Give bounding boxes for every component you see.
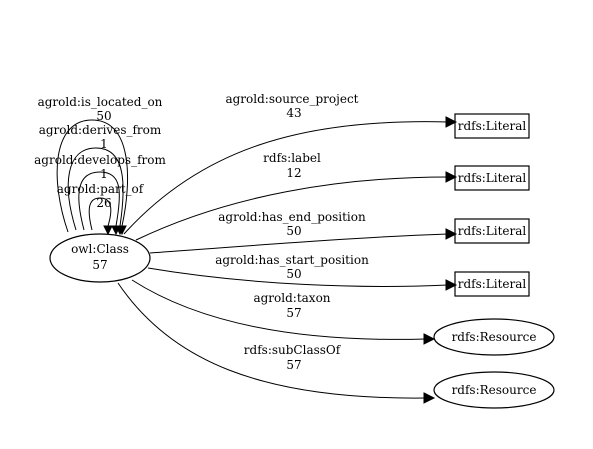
node-literal-1-label: rdfs:Literal (458, 119, 527, 133)
edge-count-develops-from: 1 (100, 167, 108, 181)
edge-subclassof (117, 282, 436, 404)
edge-count-has-end-position: 50 (286, 224, 301, 238)
edge-count-source-project: 43 (286, 106, 301, 120)
edge-develops-from (78, 171, 121, 236)
edge-count-part-of: 26 (96, 196, 111, 210)
edge-count-derives-from: 1 (100, 137, 108, 151)
edge-count-subclassof: 57 (286, 358, 301, 372)
edge-count-has-start-position: 50 (286, 267, 301, 281)
edge-source-project (123, 116, 458, 235)
edge-part-of (88, 197, 113, 236)
node-owl-class[interactable]: owl:Class 57 (49, 233, 151, 283)
node-literal-1[interactable]: rdfs:Literal (454, 113, 530, 139)
node-literal-4-label: rdfs:Literal (458, 277, 527, 291)
node-owl-class-label: owl:Class (71, 242, 129, 256)
edge-label-has-end-position: agrold:has_end_position (218, 210, 366, 224)
edge-label-part-of: agrold:part_of (57, 182, 145, 196)
node-literal-2-label: rdfs:Literal (458, 171, 527, 185)
node-resource-1-label: rdfs:Resource (452, 330, 537, 344)
edge-label-taxon: agrold:taxon (253, 291, 330, 305)
node-literal-3-label: rdfs:Literal (458, 224, 527, 238)
node-literal-2[interactable]: rdfs:Literal (454, 165, 530, 191)
edge-taxon (131, 279, 436, 345)
edge-label-develops-from: agrold:develops_from (34, 153, 166, 167)
edge-has-start-position (147, 267, 458, 291)
node-literal-3[interactable]: rdfs:Literal (454, 218, 530, 244)
node-owl-class-count: 57 (92, 258, 107, 272)
node-resource-1[interactable]: rdfs:Resource (433, 318, 555, 356)
edge-count-taxon: 57 (286, 306, 301, 320)
edge-label-subclassof: rdfs:subClassOf (244, 343, 342, 357)
node-resource-2-label: rdfs:Resource (452, 383, 537, 397)
edge-count-rdfs-label: 12 (286, 166, 301, 180)
edge-label-derives-from: agrold:derives_from (39, 123, 162, 137)
edge-label-rdfs-label: rdfs:label (263, 151, 321, 165)
edge-label-source-project: agrold:source_project (225, 92, 358, 106)
node-resource-2[interactable]: rdfs:Resource (433, 371, 555, 409)
edge-count-is-located-on: 50 (96, 109, 111, 123)
edge-label-has-start-position: agrold:has_start_position (215, 253, 369, 267)
node-literal-4[interactable]: rdfs:Literal (454, 271, 530, 297)
edge-label-is-located-on: agrold:is_located_on (38, 95, 163, 109)
edge-has-end-position (149, 228, 458, 254)
edge-rdfs-label (135, 171, 458, 241)
